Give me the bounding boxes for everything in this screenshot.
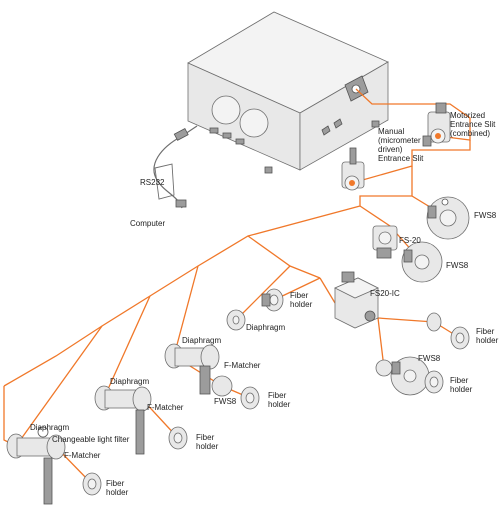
spectrometer-body <box>187 11 389 174</box>
label-f-matcher-b: F-Matcher <box>224 361 261 370</box>
fiber-holder-c-device <box>424 370 444 394</box>
connector-line <box>14 325 103 485</box>
fws8-wheel-top <box>426 196 470 240</box>
f-matcher-assembly-3 <box>6 426 102 505</box>
label-fs20: FS-20 <box>399 236 421 245</box>
label-fiber-holder-f: Fiber holder <box>106 479 129 497</box>
label-fiber-holder-c: Fiber holder <box>450 376 473 394</box>
label-fiber-holder-d: Fiber holder <box>268 391 291 409</box>
connector-line <box>355 88 471 141</box>
fws8-wheel-right <box>375 356 430 396</box>
labels: Motorized Entrance Slit (combined) Manua… <box>30 111 499 497</box>
label-fws8-b: FWS8 <box>214 397 237 406</box>
f-matcher-assembly-2 <box>94 385 188 455</box>
connector-line <box>173 265 251 399</box>
label-manual-slit: Manual (micrometer driven) Entrance Slit <box>378 127 424 163</box>
label-fiber-holder-b: Fiber holder <box>476 327 499 345</box>
connector-line <box>235 265 291 321</box>
motorized-entrance-slit <box>422 102 451 147</box>
label-diaphragm-b: Diaphragm <box>182 336 221 345</box>
connector-line <box>377 317 461 339</box>
fiber-holder-b-device <box>426 312 470 350</box>
label-computer: Computer <box>130 219 165 228</box>
label-rs232: RS232 <box>140 178 165 187</box>
fs20-shutter <box>372 225 398 259</box>
diaphragm-a-device <box>226 309 246 331</box>
label-fws8-mid: FWS8 <box>446 261 469 270</box>
label-fiber-holder-a: Fiber holder <box>290 291 313 309</box>
connector-line <box>351 140 471 184</box>
fs20ic-shutter <box>334 271 379 329</box>
label-motorized-slit: Motorized Entrance Slit (combined) <box>450 111 498 138</box>
label-diaphragm-a: Diaphragm <box>246 323 285 332</box>
fiber-holder-a-device <box>261 288 284 312</box>
manual-entrance-slit <box>341 147 365 191</box>
label-fs20ic: FS20-IC <box>370 289 400 298</box>
rs232-cable <box>153 125 198 209</box>
label-fiber-holder-e: Fiber holder <box>196 433 219 451</box>
label-f-matcher-d: F-Matcher <box>64 451 101 460</box>
label-f-matcher-c: F-Matcher <box>147 403 184 412</box>
fws8-wheel-mid <box>401 241 443 283</box>
connector-line <box>319 277 336 304</box>
label-diaphragm-d: Diaphragm <box>30 423 69 432</box>
label-fws8-right: FWS8 <box>418 354 441 363</box>
f-matcher-assembly-1 <box>164 343 260 410</box>
label-diaphragm-c: Diaphragm <box>110 377 149 386</box>
label-changeable-filter: Changeable light filter <box>52 435 130 444</box>
label-fws8-top: FWS8 <box>474 211 497 220</box>
